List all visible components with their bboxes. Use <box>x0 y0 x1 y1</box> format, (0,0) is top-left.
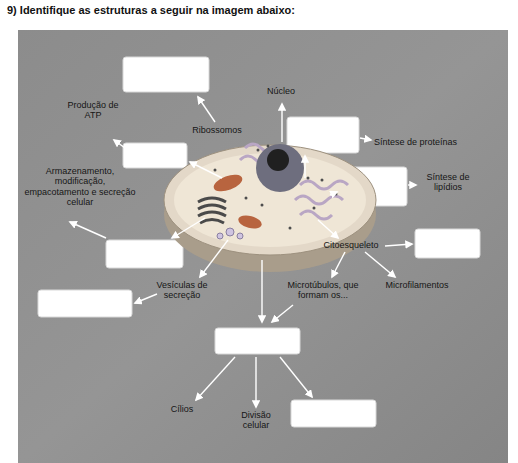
structure-label: Divisão celular <box>230 410 282 431</box>
structure-label: Cílios <box>162 404 202 414</box>
structure-label: Armazenamento, modificação, empacotament… <box>22 166 138 207</box>
answer-boxes <box>38 57 480 427</box>
structure-label: Produção de ATP <box>64 100 122 121</box>
question-title: 9) Identifique as estruturas a seguir na… <box>7 4 295 16</box>
structure-label: Núcleo <box>256 86 306 96</box>
structure-label: Ribossomos <box>186 125 248 135</box>
structure-label: Citoesqueleto <box>318 240 384 250</box>
leader-arrows <box>70 97 416 407</box>
photo-ground <box>18 30 508 463</box>
structure-label: Vesículas de secreção <box>152 280 212 301</box>
structure-label: Microtúbulos, que formam os... <box>286 280 360 301</box>
structure-label: Síntese de lipídios <box>418 172 478 193</box>
structure-label: Síntese de proteínas <box>374 137 486 147</box>
structure-label: Microfilamentos <box>376 280 458 290</box>
